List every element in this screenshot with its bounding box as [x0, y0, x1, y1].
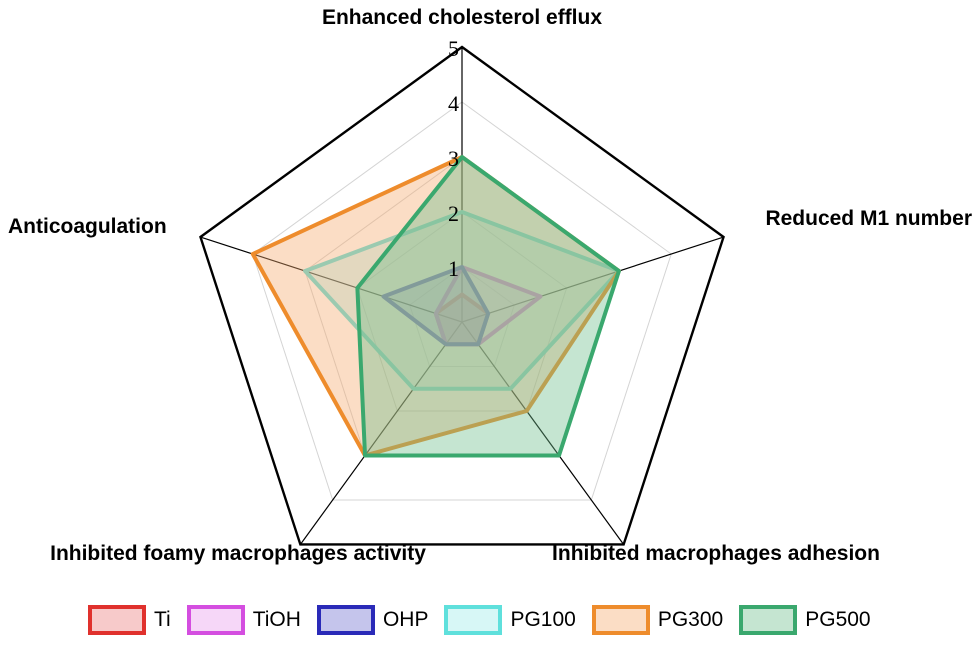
tick-label-4: 4: [448, 91, 459, 116]
axis-label-reduced-m1-number: Reduced M1 number: [765, 207, 972, 230]
radar-outer-frame: [199, 45, 725, 546]
legend-item-ohp: OHP: [316, 605, 429, 635]
tick-label-2: 2: [448, 201, 459, 226]
legend-item-tioh: TiOH: [186, 605, 301, 635]
legend-label-tioh: TiOH: [252, 608, 301, 631]
series-pg500-polygon: [355, 155, 621, 458]
outer-pentagon: [199, 45, 725, 546]
axis-label-inhibited-macrophages-adhesion: Inhibited macrophages adhesion: [552, 542, 880, 565]
legend-label-ti: Ti: [154, 608, 171, 631]
legend-label-ohp: OHP: [382, 608, 429, 631]
legend-label-pg500: PG500: [805, 608, 871, 631]
legend-swatch-pg100: [444, 605, 503, 635]
legend-item-ti: Ti: [88, 605, 171, 635]
axis-spoke-2: [461, 321, 625, 545]
axis-label-inhibited-foamy-macrophages-activity: Inhibited foamy macrophages activity: [50, 542, 426, 565]
legend-label-pg100: PG100: [510, 608, 576, 631]
radar-series: [250, 155, 621, 458]
axis-label-enhanced-cholesterol-efflux: Enhanced cholesterol efflux: [322, 6, 602, 29]
grid-ring-1: [409, 266, 515, 367]
tick-label-3: 3: [448, 146, 459, 171]
grid-ring-2: [356, 211, 568, 412]
legend-item-pg500: PG500: [739, 605, 871, 635]
legend-item-pg300: PG300: [591, 605, 724, 635]
legend: Ti TiOH OHP PG100 PG300 PG500: [88, 605, 887, 635]
axis-spoke-3: [299, 321, 463, 545]
legend-label-pg300: PG300: [657, 608, 724, 631]
tick-label-5: 5: [448, 36, 459, 61]
axis-spoke-1: [461, 236, 724, 323]
axis-labels: Enhanced cholesterol efflux Reduced M1 n…: [8, 6, 972, 565]
axis-label-anticoagulation: Anticoagulation: [8, 215, 167, 238]
series-ohp-polygon: [381, 265, 491, 347]
grid-ring-4: [252, 101, 672, 501]
legend-swatch-tioh: [186, 605, 245, 635]
legend-swatch-pg500: [739, 605, 798, 635]
legend-swatch-ti: [88, 605, 146, 635]
radial-tick-labels: 1 2 3 4 5: [448, 36, 459, 281]
tick-label-1: 1: [448, 256, 459, 281]
legend-swatch-pg300: [591, 605, 650, 635]
legend-swatch-ohp: [316, 605, 375, 635]
legend-item-pg100: PG100: [444, 605, 576, 635]
axis-spoke-4: [200, 236, 463, 323]
